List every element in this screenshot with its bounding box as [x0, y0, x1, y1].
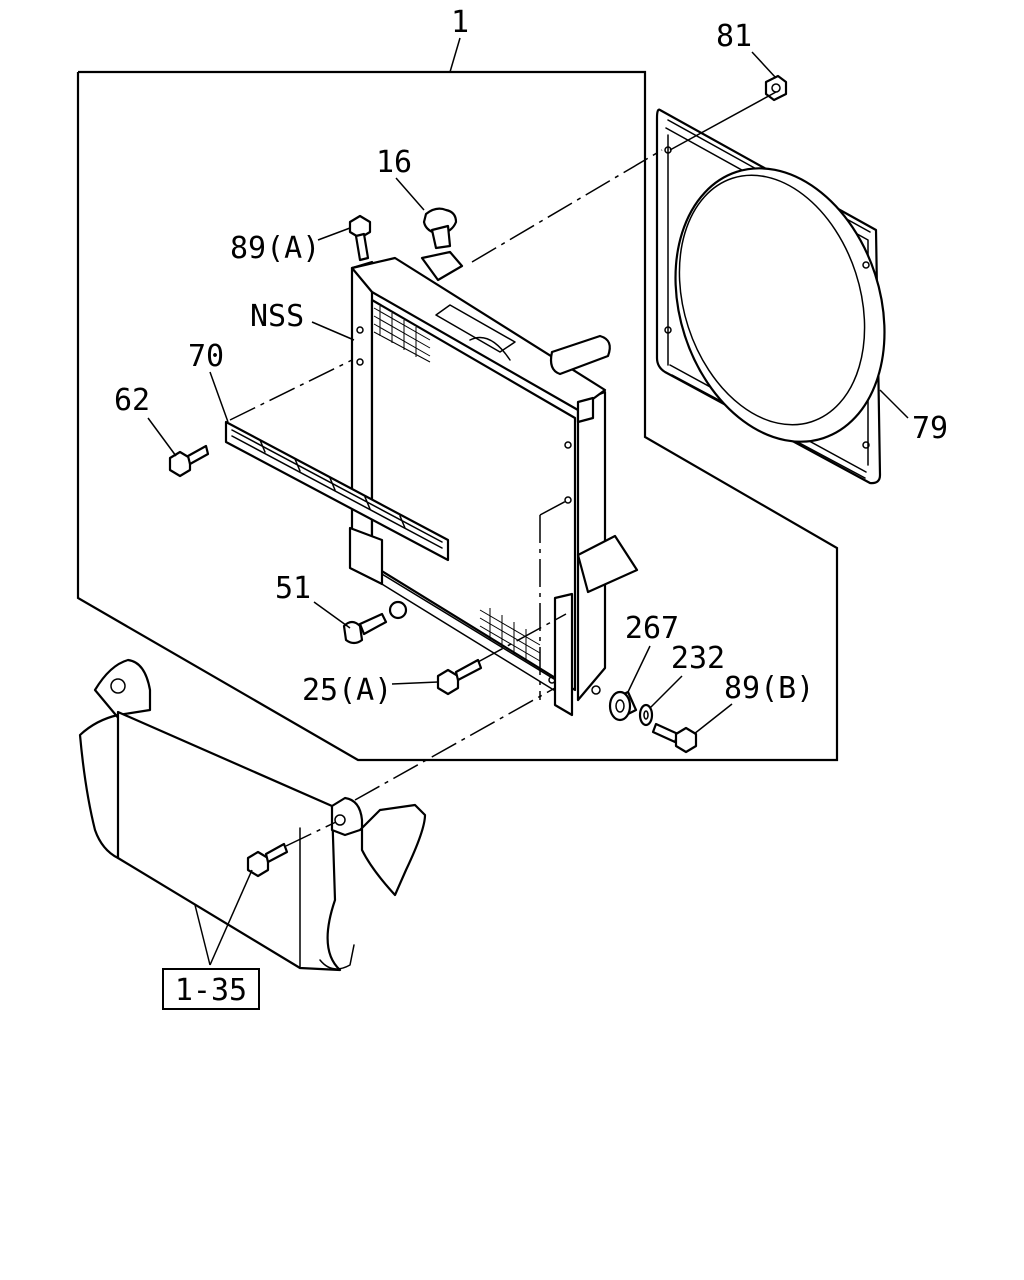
callout-16: 16 [376, 145, 412, 180]
callout-89b: 89(B) [724, 671, 814, 706]
radiator-cap [422, 207, 458, 250]
bolt-89b [651, 722, 698, 754]
rubber-mount [608, 690, 638, 722]
reference-label[interactable]: 1-35 [175, 973, 247, 1008]
radiator-core [348, 250, 639, 717]
assembly-boundary-frame [76, 70, 839, 762]
bolt-89a [348, 214, 372, 262]
bolt-25a [436, 658, 483, 696]
callout-79: 79 [912, 411, 948, 446]
core-fins [373, 306, 541, 662]
reference-box[interactable]: 1-35 [162, 968, 260, 1010]
intercooler [78, 658, 427, 972]
callout-labels: 1 81 16 89(A) NSS 70 62 79 51 267 232 89… [114, 5, 948, 708]
callout-25a: 25(A) [302, 673, 392, 708]
callout-89a: 89(A) [230, 231, 320, 266]
leader-lines [147, 37, 909, 966]
bracket-strip [224, 420, 450, 562]
callout-nss: NSS [250, 299, 304, 334]
callout-70: 70 [188, 339, 224, 374]
callout-232: 232 [671, 641, 725, 676]
washer [638, 703, 654, 727]
callout-62: 62 [114, 383, 150, 418]
bolt-51 [342, 600, 408, 645]
alignment-lines [229, 149, 663, 847]
callout-81: 81 [716, 19, 752, 54]
callout-1: 1 [451, 5, 469, 40]
callout-51: 51 [275, 571, 311, 606]
callout-267: 267 [625, 611, 679, 646]
fan-shroud [655, 108, 886, 485]
bolt-62 [168, 444, 210, 478]
